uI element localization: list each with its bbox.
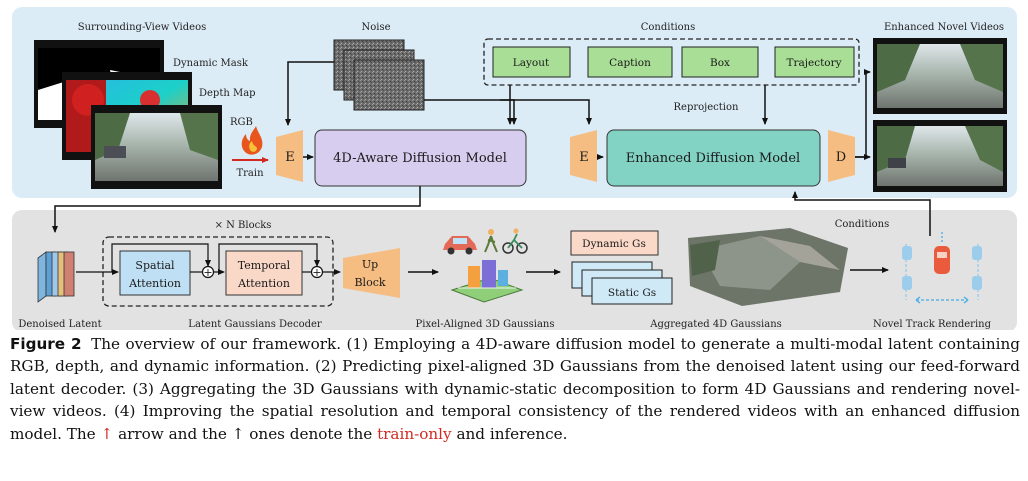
caption-text-3: ones denote the [249, 424, 373, 443]
condition-trajectory [774, 46, 855, 78]
n-blocks-group [102, 236, 334, 307]
latent-decoder-label: Latent Gaussians Decoder [188, 319, 322, 330]
encoder-block [276, 130, 303, 182]
diffusion-to-latent-arrow [52, 186, 421, 233]
caption-text-4: and inference. [456, 424, 568, 443]
car-icon [443, 236, 477, 255]
residual-add-1-label: + [203, 266, 212, 279]
skip-connection-1 [111, 243, 211, 272]
cyclist-icon [502, 228, 528, 254]
temporal-attention-label-1: Temporal [238, 259, 291, 272]
enhanced-video-1 [873, 38, 1007, 114]
spatial-attention-box [119, 250, 191, 296]
denoised-latent-stack [37, 251, 75, 303]
render-to-enhanced-arrow [792, 191, 931, 236]
conditions-label: Conditions [641, 22, 696, 33]
noise-to-encoder2-arrow [500, 99, 592, 125]
spatial-attention-label-2: Attention [128, 277, 181, 290]
up-block-label-1: Up [362, 258, 378, 271]
caption-black-arrow: ↑ [231, 424, 245, 443]
depth-map-label: Depth Map [199, 88, 256, 99]
skip-connection-2 [218, 243, 320, 272]
framework-diagram: Surrounding-View Videos Dynamic Mask Dep… [12, 7, 1017, 330]
condition-caption [587, 46, 673, 78]
dynamic-mask-label: Dynamic Mask [173, 58, 249, 69]
novel-track-label: Novel Track Rendering [873, 319, 992, 330]
static-gs-stack [571, 261, 673, 305]
residual-add-2-label: + [312, 266, 321, 279]
condition-layout [492, 46, 571, 78]
condition-box-label: Box [710, 57, 730, 69]
aggregated-4d-render [688, 228, 848, 306]
decoder-block [828, 130, 855, 182]
up-block [343, 248, 400, 298]
encoder-label: E [285, 150, 295, 165]
rgb-label: RGB [230, 117, 253, 128]
rgb-film [91, 105, 222, 189]
caption-train-only: train-only [377, 424, 452, 443]
conditions-group [483, 38, 860, 86]
reprojection-label: Reprojection [674, 102, 740, 113]
fire-icon [241, 126, 263, 155]
spatial-attention-label-1: Spatial [135, 259, 175, 272]
city-block-icon [450, 260, 524, 303]
novel-track-icon [902, 232, 982, 304]
denoised-latent-label: Denoised Latent [18, 319, 101, 330]
condition-layout-label: Layout [513, 57, 550, 69]
up-block-label-2: Block [354, 276, 385, 289]
encoder2-block [570, 130, 597, 182]
condition-caption-label: Caption [609, 57, 651, 69]
temporal-attention-label-2: Attention [237, 277, 290, 290]
caption-text-2: arrow and the [118, 424, 227, 443]
static-gs-label: Static Gs [608, 287, 656, 299]
temporal-attention-box [225, 250, 303, 296]
dynamic-gs-label: Dynamic Gs [582, 238, 646, 250]
pedestrian-icon [484, 229, 498, 253]
condition-box [681, 46, 759, 78]
noise-to-encoder-arrow [285, 61, 334, 126]
dynamic-gs-box [570, 230, 659, 256]
noise-stack [333, 39, 425, 111]
enhanced-diffusion-label: Enhanced Diffusion Model [626, 151, 800, 166]
enhanced-diffusion-box [606, 129, 821, 187]
surrounding-videos-label: Surrounding-View Videos [78, 22, 206, 33]
condition-trajectory-label: Trajectory [786, 57, 841, 69]
caption-red-arrow: ↑ [100, 424, 114, 443]
noise-label: Noise [361, 22, 390, 33]
n-blocks-label: × N Blocks [215, 220, 272, 231]
train-label: Train [236, 168, 264, 179]
diffusion-4d-label: 4D-Aware Diffusion Model [333, 151, 507, 166]
enhanced-video-2 [873, 120, 1007, 192]
figure-caption: Figure 2 The overview of our framework. … [10, 333, 1020, 445]
pixel-aligned-label: Pixel-Aligned 3D Gaussians [416, 319, 555, 330]
caption-text-1: The overview of our framework. (1) Emplo… [10, 335, 1020, 443]
enhanced-videos-label: Enhanced Novel Videos [884, 22, 1004, 33]
figure-label: Figure 2 [10, 335, 82, 353]
conditions-bottom-label: Conditions [835, 219, 890, 230]
encoder2-label: E [579, 150, 589, 165]
aggregated-label: Aggregated 4D Gaussians [649, 319, 782, 330]
decoder-label: D [836, 150, 846, 165]
